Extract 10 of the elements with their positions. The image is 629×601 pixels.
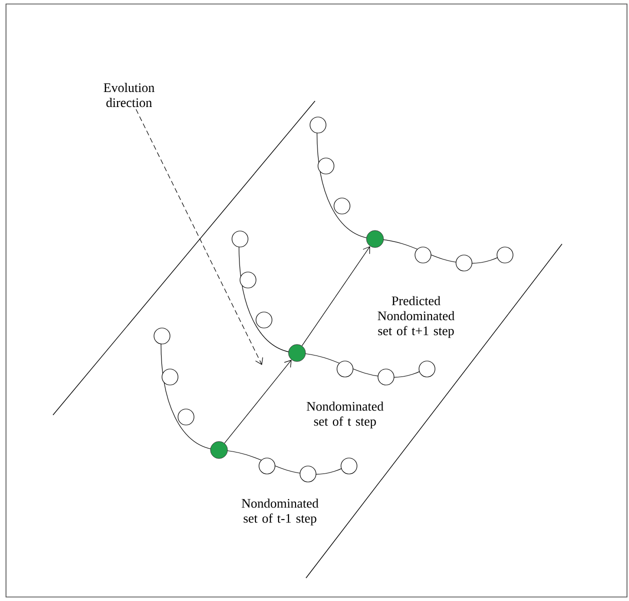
- text-label: Evolution direction: [104, 82, 154, 108]
- arrow: [302, 246, 370, 346]
- arrow: [224, 360, 292, 444]
- set-label: Predicted Nondominated set of t+1 step: [378, 296, 454, 338]
- solution-dot: [366, 230, 384, 248]
- set-label: Nondominated set of t-1 step: [242, 498, 318, 526]
- solution-dot: [288, 344, 306, 362]
- arrow: [136, 108, 263, 365]
- set-label: Nondominated set of t step: [306, 402, 384, 428]
- solution-dot: [210, 441, 228, 459]
